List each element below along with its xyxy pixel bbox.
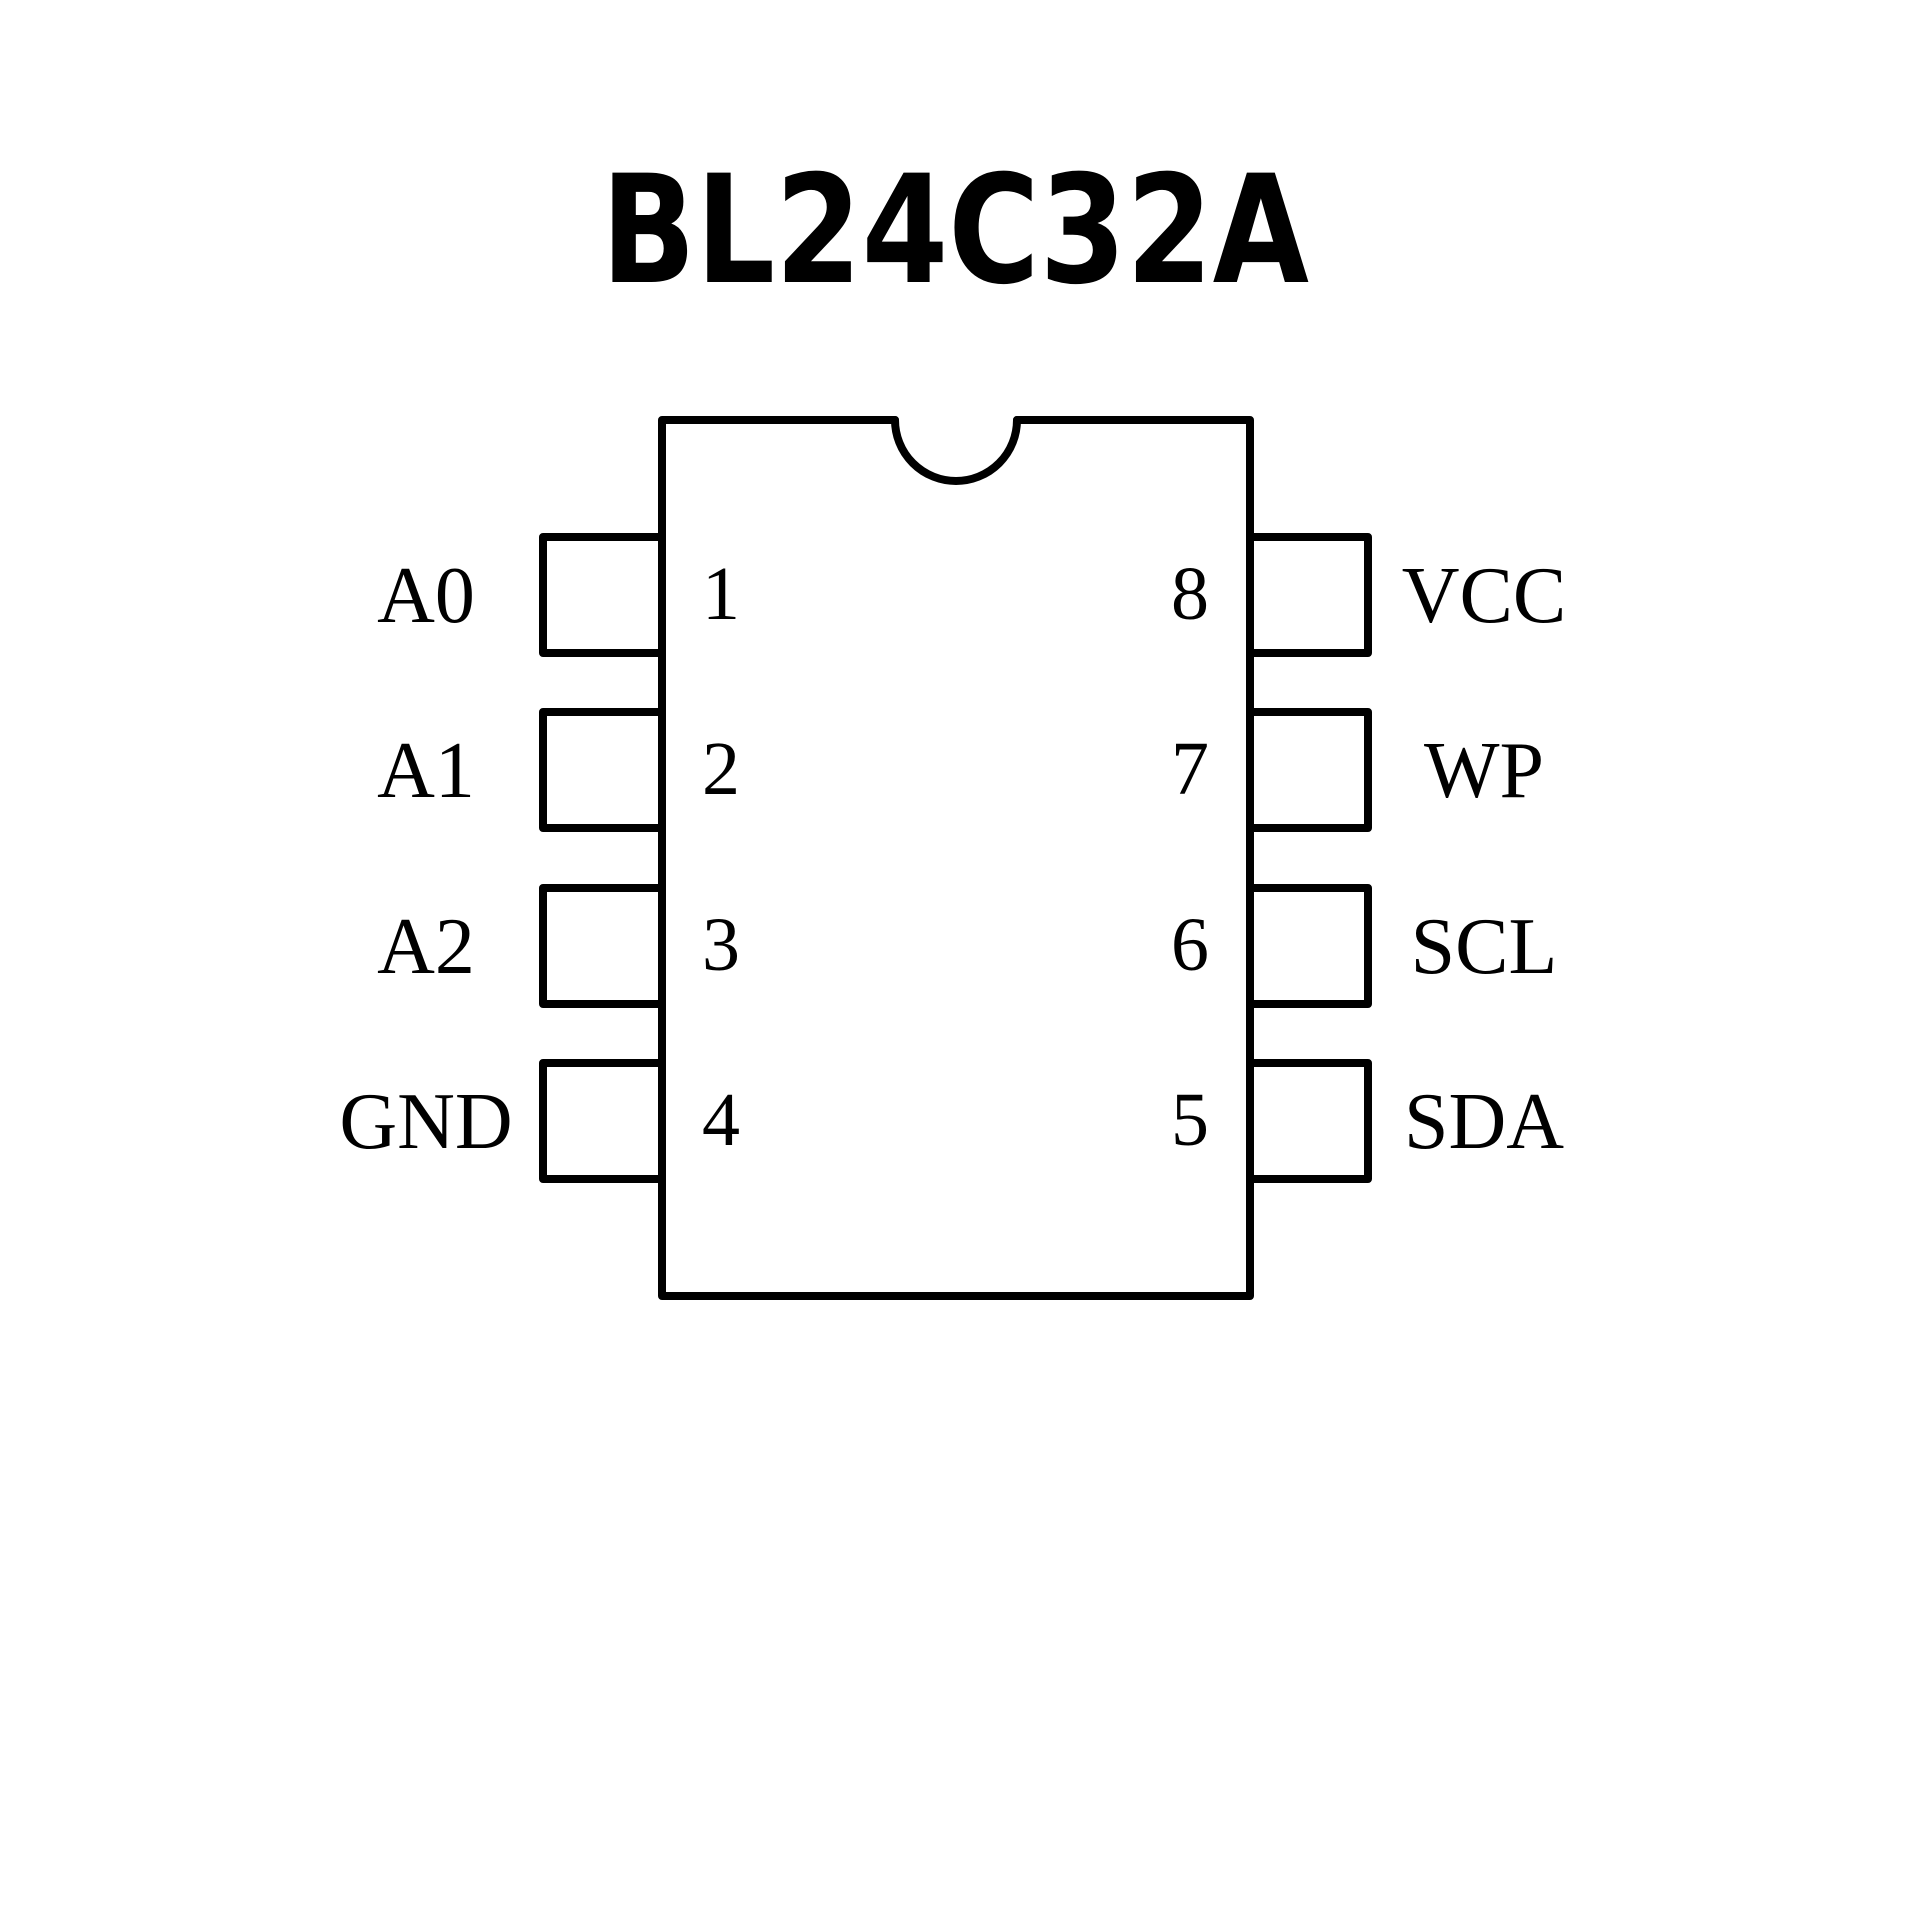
pin-8-number: 8 (1171, 552, 1209, 636)
pin-8-lead (1246, 533, 1372, 657)
pins-group: 1 A0 2 A1 3 A2 4 GND 8 VCC 7 WP 6 SCL 5 SDA (339, 533, 1567, 1183)
pin-4-lead (539, 1059, 666, 1183)
pin-3-number: 3 (702, 903, 740, 987)
chip-title: BL24C32A (601, 144, 1309, 318)
pin-4-number: 4 (702, 1078, 740, 1162)
pin-2-lead (539, 708, 666, 832)
pin-3-label: A2 (377, 903, 475, 991)
pin-2-label: A1 (377, 727, 475, 815)
pin-4-label: GND (339, 1078, 512, 1166)
pin-6-label: SCL (1411, 903, 1558, 991)
pin-6-number: 6 (1171, 903, 1209, 987)
pin-7-number: 7 (1171, 727, 1209, 811)
pin-1-number: 1 (702, 552, 740, 636)
chip-body (658, 416, 1254, 1300)
pin-1-lead (539, 533, 666, 657)
pin-7-lead (1246, 708, 1372, 832)
pin-5-label: SDA (1404, 1078, 1564, 1166)
pin-3-lead (539, 884, 666, 1008)
pin-8-label: VCC (1402, 552, 1567, 640)
pin-5-lead (1246, 1059, 1372, 1183)
pin-2-number: 2 (702, 727, 740, 811)
pin-7-label: WP (1424, 727, 1544, 815)
pin-5-number: 5 (1171, 1078, 1209, 1162)
pin1-notch (891, 416, 1021, 485)
pin-6-lead (1246, 884, 1372, 1008)
pin-1-label: A0 (377, 552, 475, 640)
